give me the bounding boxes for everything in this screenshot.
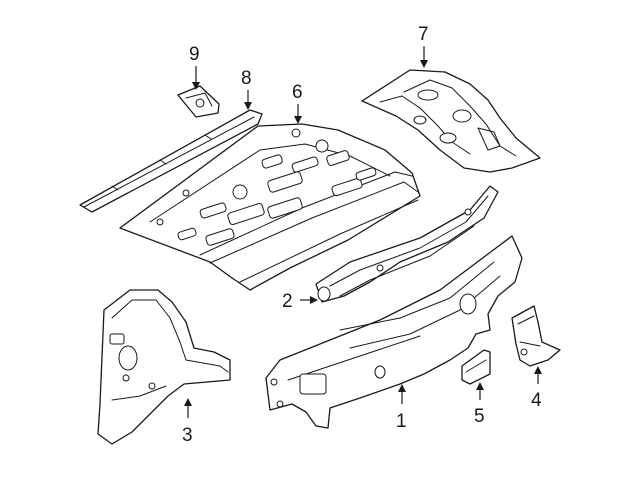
callout-9: 9: [189, 44, 200, 65]
floor-pan-openings: [156, 128, 377, 246]
part-5-plate: [461, 349, 491, 385]
part-1-rear-panel: [265, 235, 523, 429]
callout-7: 7: [418, 24, 429, 45]
part-4-bracket: [511, 305, 561, 367]
callout-1: 1: [396, 411, 407, 432]
callout-labels: 9 8 6 7 2 1 3 5 4: [182, 24, 542, 446]
part-8-rail: [79, 109, 263, 213]
callout-6: 6: [292, 82, 303, 103]
callout-8: 8: [241, 68, 252, 89]
callout-2: 2: [282, 291, 293, 312]
callout-3: 3: [182, 425, 193, 446]
part-2-crossmember: [315, 185, 499, 303]
callout-4: 4: [531, 390, 542, 411]
part-7-floor-extension: [361, 69, 541, 173]
callout-leaders: [184, 46, 542, 418]
part-6-floor-pan: [119, 123, 421, 291]
callout-5: 5: [474, 406, 485, 427]
part-9-bracket: [177, 85, 220, 118]
part-3-wheelhouse: [97, 289, 231, 445]
